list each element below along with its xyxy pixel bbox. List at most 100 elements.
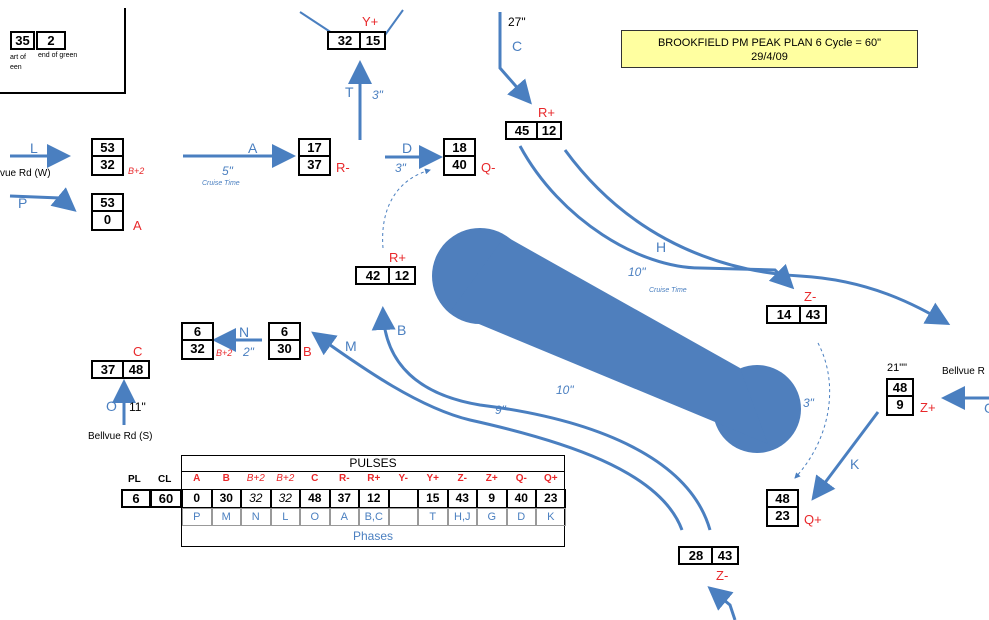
pulse-phase-cell: P xyxy=(182,508,212,526)
box-mid-center-right: 12 xyxy=(394,268,410,283)
pulse-value-cell: 43 xyxy=(447,489,477,508)
box-left-c: 37 48 xyxy=(91,360,150,379)
phase-m: M xyxy=(345,338,357,354)
arrow-b xyxy=(371,306,712,531)
pulse-phase-cell: N xyxy=(241,508,271,526)
box-left-l-bottom: 32 xyxy=(100,157,115,172)
label-r-minus: R- xyxy=(336,160,350,175)
pulse-phase-cell: L xyxy=(270,508,300,526)
box-top-right: 45 12 xyxy=(505,121,562,140)
pulse-phase-cell: A xyxy=(329,508,359,526)
label-q-minus: Q- xyxy=(481,160,496,175)
box-right-z-bottom: 9 xyxy=(896,397,904,412)
box-top-right-left: 45 xyxy=(514,123,530,138)
pulse-value-cell: 32 xyxy=(241,489,271,508)
pulse-value-cell: 40 xyxy=(506,489,536,508)
time-n: 2" xyxy=(243,345,254,359)
phase-p: P xyxy=(18,195,28,211)
box-center-a: 17 37 xyxy=(298,138,331,176)
time-right: 3" xyxy=(803,396,814,410)
box-left-n-bottom: 32 xyxy=(190,341,205,356)
pulses-title: PULSES xyxy=(349,456,397,470)
label-b: B xyxy=(303,344,312,359)
pulse-header-cell: Z+ xyxy=(485,473,498,484)
box-top-right-right: 12 xyxy=(541,123,557,138)
divider xyxy=(122,362,124,377)
box-left-b: 6 30 xyxy=(268,322,301,360)
box-mid-center: 42 12 xyxy=(355,266,416,285)
time-t: 3" xyxy=(372,88,383,102)
legend-caption-end: end of green xyxy=(38,52,78,59)
pulse-value-cell: 23 xyxy=(536,489,566,508)
traffic-island xyxy=(432,228,801,453)
box-bottom-q: 48 23 xyxy=(766,489,799,527)
divider xyxy=(359,33,362,48)
pulse-phase-cell: T xyxy=(418,508,448,526)
pulse-value-cell: 15 xyxy=(418,489,448,508)
phase-o: O xyxy=(106,398,117,414)
box-right-z-top: 48 xyxy=(888,380,912,397)
pulse-header-cell: Q- xyxy=(515,473,527,484)
time-h: 10" xyxy=(628,265,646,279)
pulse-header-cell: Z- xyxy=(457,473,467,484)
box-left-p-top: 53 xyxy=(93,195,122,212)
pulse-phase-cell: H,J xyxy=(447,508,477,526)
pulse-value-cell: 12 xyxy=(359,489,389,508)
pulse-phase-cell: B,C xyxy=(359,508,389,526)
road-east: Bellvue R xyxy=(942,366,985,377)
box-center-d: 18 40 xyxy=(443,138,476,176)
arrow-bottom-in xyxy=(707,586,737,620)
arrow-dashed-right xyxy=(794,342,831,479)
box-mid-z-right: 43 xyxy=(805,307,821,322)
pulse-header-cell: B xyxy=(222,473,230,484)
pulse-value-cell: 32 xyxy=(270,489,300,508)
pulse-header-cell: Y+ xyxy=(426,473,439,484)
label-a: A xyxy=(133,218,142,233)
pulse-value-cell: 0 xyxy=(182,489,212,508)
box-left-n: 6 32 xyxy=(181,322,214,360)
phase-b: B xyxy=(397,322,407,338)
pulse-phase-cell: G xyxy=(477,508,507,526)
pulses-cl-value: 60 xyxy=(150,489,182,508)
time-o: 11" xyxy=(129,400,146,414)
pulse-value-cell: 9 xyxy=(477,489,507,508)
pulse-phase-cell: M xyxy=(211,508,241,526)
pulse-value-cell: 48 xyxy=(300,489,330,508)
pulse-value-cell: 30 xyxy=(211,489,241,508)
box-bottom-z: 28 43 xyxy=(678,546,739,565)
label-z-minus-mid: Z- xyxy=(804,289,817,304)
divider xyxy=(711,548,713,563)
box-left-b-bottom: 30 xyxy=(277,341,292,356)
box-bottom-q-top: 48 xyxy=(768,491,797,508)
phase-t: T xyxy=(345,84,354,100)
pulse-phase-cell: K xyxy=(536,508,566,526)
road-west: vue Rd (W) xyxy=(0,168,51,179)
legend-caption-green: een xyxy=(10,64,22,71)
road-south: Bellvue Rd (S) xyxy=(88,431,153,442)
arrow-m xyxy=(311,331,684,531)
box-left-c-right: 48 xyxy=(128,362,144,377)
box-center-a-top: 17 xyxy=(300,140,329,157)
box-mid-z: 14 43 xyxy=(766,305,827,324)
plan-date: 29/4/09 xyxy=(751,51,788,63)
phase-c: C xyxy=(512,38,523,54)
phase-l: L xyxy=(30,140,38,156)
pulse-header-cell: A xyxy=(193,473,201,484)
legend-value-2: 2 xyxy=(36,31,66,50)
box-left-p: 53 0 xyxy=(91,193,124,231)
box-center-d-bottom: 40 xyxy=(452,157,467,172)
pulses-pl-value: 6 xyxy=(121,489,151,508)
arrow-h xyxy=(518,145,795,290)
phase-a: A xyxy=(248,140,258,156)
time-east: 21"" xyxy=(887,362,908,374)
arrow-c xyxy=(498,12,532,105)
pulse-header-cell: Q+ xyxy=(543,473,558,484)
pulse-phase-cell xyxy=(388,508,418,526)
phase-d: D xyxy=(402,140,413,156)
time-a: 5" xyxy=(222,164,233,178)
box-left-c-left: 37 xyxy=(100,362,116,377)
box-top-center: 32 15 xyxy=(327,31,386,50)
label-r-plus-top: R+ xyxy=(538,105,555,120)
label-y-plus: Y+ xyxy=(362,14,379,29)
